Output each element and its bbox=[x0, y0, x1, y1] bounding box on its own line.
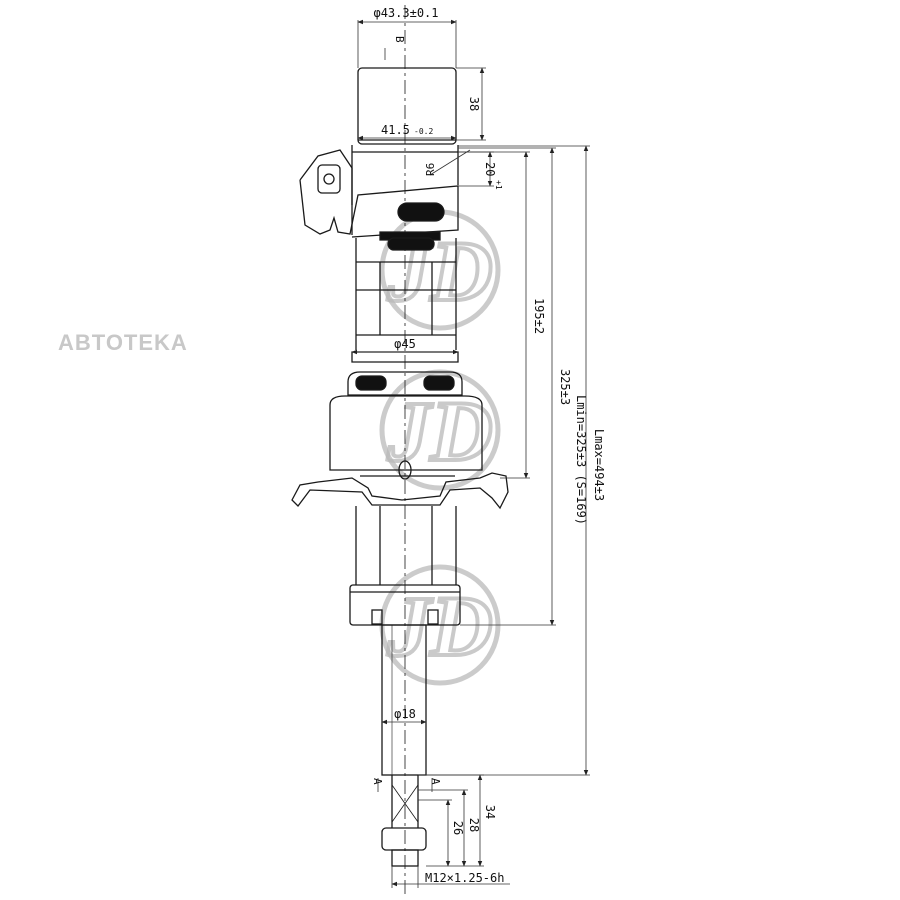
bump-stop bbox=[355, 238, 457, 350]
dim-dia-18: φ18 bbox=[394, 707, 416, 721]
dim-radius-r6: R6 bbox=[424, 163, 437, 176]
dim-height-20-tol: +1 bbox=[494, 180, 503, 190]
bracket-clip bbox=[317, 164, 341, 194]
dim-height-20: 20 bbox=[483, 162, 497, 176]
watermark-brand-text: ABTOTEKA bbox=[58, 330, 188, 355]
rod-end bbox=[391, 775, 419, 828]
spring-plate bbox=[291, 472, 509, 510]
lock-nut bbox=[381, 827, 427, 851]
dim-section-b: B bbox=[393, 36, 406, 43]
dimension-labels: φ43.3±0.1 B 38 41.5 -0.2 R6 20 +1 φ45 19… bbox=[371, 6, 606, 885]
piston-rod bbox=[381, 624, 427, 776]
jd-watermark-logo: JD bbox=[379, 564, 501, 686]
dim-height-38: 38 bbox=[467, 97, 481, 111]
jd-watermark-logo: JD bbox=[379, 209, 501, 331]
spring-seat-slot-1 bbox=[397, 202, 445, 222]
spring-seat-cup bbox=[329, 395, 483, 471]
top-cylinder bbox=[357, 67, 457, 145]
dim-dia-45: φ45 bbox=[394, 337, 416, 351]
dim-len-195: 195±2 bbox=[532, 298, 546, 334]
dim-thread: M12×1.25-6h bbox=[425, 871, 504, 885]
dim-len-lmin: Lmin=325±3 (S=169) bbox=[574, 395, 588, 525]
dim-section-a-right: A bbox=[429, 778, 442, 785]
dim-dia-41-5-tol: -0.2 bbox=[414, 127, 433, 136]
body-tube bbox=[355, 506, 457, 585]
dim-dia-41-5: 41.5 bbox=[381, 123, 410, 137]
dim-len-325: 325±3 bbox=[558, 369, 572, 405]
dim-len-lmax: Lmax=494±3 bbox=[592, 429, 606, 501]
dim-top-diameter: φ43.3±0.1 bbox=[373, 6, 438, 20]
dim-height-28: 28 bbox=[467, 818, 481, 832]
dim-height-26: 26 bbox=[451, 821, 465, 835]
mounting-bracket bbox=[299, 149, 459, 238]
dim-section-a-left: A bbox=[371, 778, 384, 785]
strut-outline bbox=[291, 5, 509, 895]
dimension-lines bbox=[351, 19, 590, 888]
svg-text:JD: JD bbox=[386, 578, 492, 674]
spring-cup-top bbox=[347, 371, 463, 396]
dim-height-34: 34 bbox=[483, 805, 497, 819]
